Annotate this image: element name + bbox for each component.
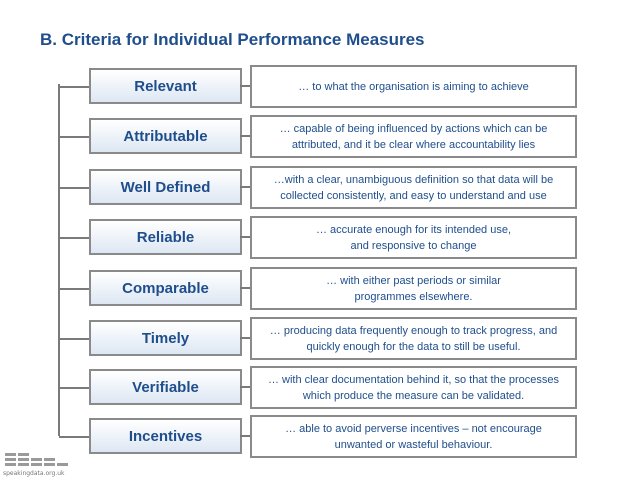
connector-elbow [59,436,89,438]
description-line: and responsive to change [350,239,477,252]
connector-line [240,386,250,388]
logo: speakingdata.org.uk [3,452,73,480]
description-box: …with a clear, unambiguous definition so… [250,166,577,209]
connector-elbow [59,187,89,189]
description-line: unwanted or wasteful behaviour. [334,438,493,451]
description-line: … able to avoid perverse incentives – no… [285,422,542,435]
criterion-box: Relevant [89,68,242,104]
criteria-row: Comparable… with either past periods or … [0,267,640,310]
description-line: … with either past periods or similar [326,274,501,287]
description-box: … producing data frequently enough to tr… [250,317,577,360]
connector-elbow [59,387,89,389]
description-box: … capable of being influenced by actions… [250,115,577,158]
description-line: …with a clear, unambiguous definition so… [273,173,554,186]
criterion-box: Incentives [89,418,242,454]
description-line: quickly enough for the data to still be … [306,340,521,353]
description-line: … accurate enough for its intended use, [315,223,512,236]
criterion-box: Reliable [89,219,242,255]
description-line: … to what the organisation is aiming to … [298,80,529,93]
description-line: … capable of being influenced by actions… [279,122,548,135]
description-line: … producing data frequently enough to tr… [269,324,558,337]
criteria-row: Timely … producing data frequently enough… [0,317,640,360]
criteria-row: Incentives … able to avoid perverse incen… [0,415,640,458]
criteria-row: Verifiable … with clear documentation beh… [0,366,640,409]
description-box: … with clear documentation behind it, so… [250,366,577,409]
criteria-row: Relevant … to what the organisation is ai… [0,65,640,108]
description-box: … able to avoid perverse incentives – no… [250,415,577,458]
connector-elbow [59,288,89,290]
connector-elbow [59,86,89,88]
description-line: collected consistently, and easy to unde… [280,189,547,202]
connector-line [240,135,250,137]
criterion-box: Comparable [89,270,242,306]
criteria-row: Attributable … capable of being influence… [0,115,640,158]
connector-line [240,186,250,188]
criterion-box: Timely [89,320,242,356]
connector-line [240,337,250,339]
connector-line [240,435,250,437]
connector-line [240,85,250,87]
criterion-box: Attributable [89,118,242,154]
description-line: which produce the measure can be validat… [302,389,525,402]
description-box: … with either past periods or similar pro… [250,267,577,310]
criterion-box: Verifiable [89,369,242,405]
logo-bars-icon [5,453,68,466]
connector-elbow [59,338,89,340]
criterion-box: Well Defined [89,169,242,205]
criteria-row: Well Defined …with a clear, unambiguous d… [0,166,640,209]
description-line: programmes elsewhere. [354,290,473,303]
description-line: … with clear documentation behind it, so… [267,373,560,386]
connector-spine [58,84,60,436]
description-line: attributed, and it be clear where accoun… [291,138,536,151]
connector-line [240,236,250,238]
description-box: … to what the organisation is aiming to … [250,65,577,108]
page-title: B. Criteria for Individual Performance M… [40,30,425,49]
connector-line [240,287,250,289]
connector-elbow [59,237,89,239]
criteria-row: Reliable… accurate enough for its intend… [0,216,640,259]
description-box: … accurate enough for its intended use, a… [250,216,577,259]
connector-elbow [59,136,89,138]
logo-text: speakingdata.org.uk [3,470,65,477]
